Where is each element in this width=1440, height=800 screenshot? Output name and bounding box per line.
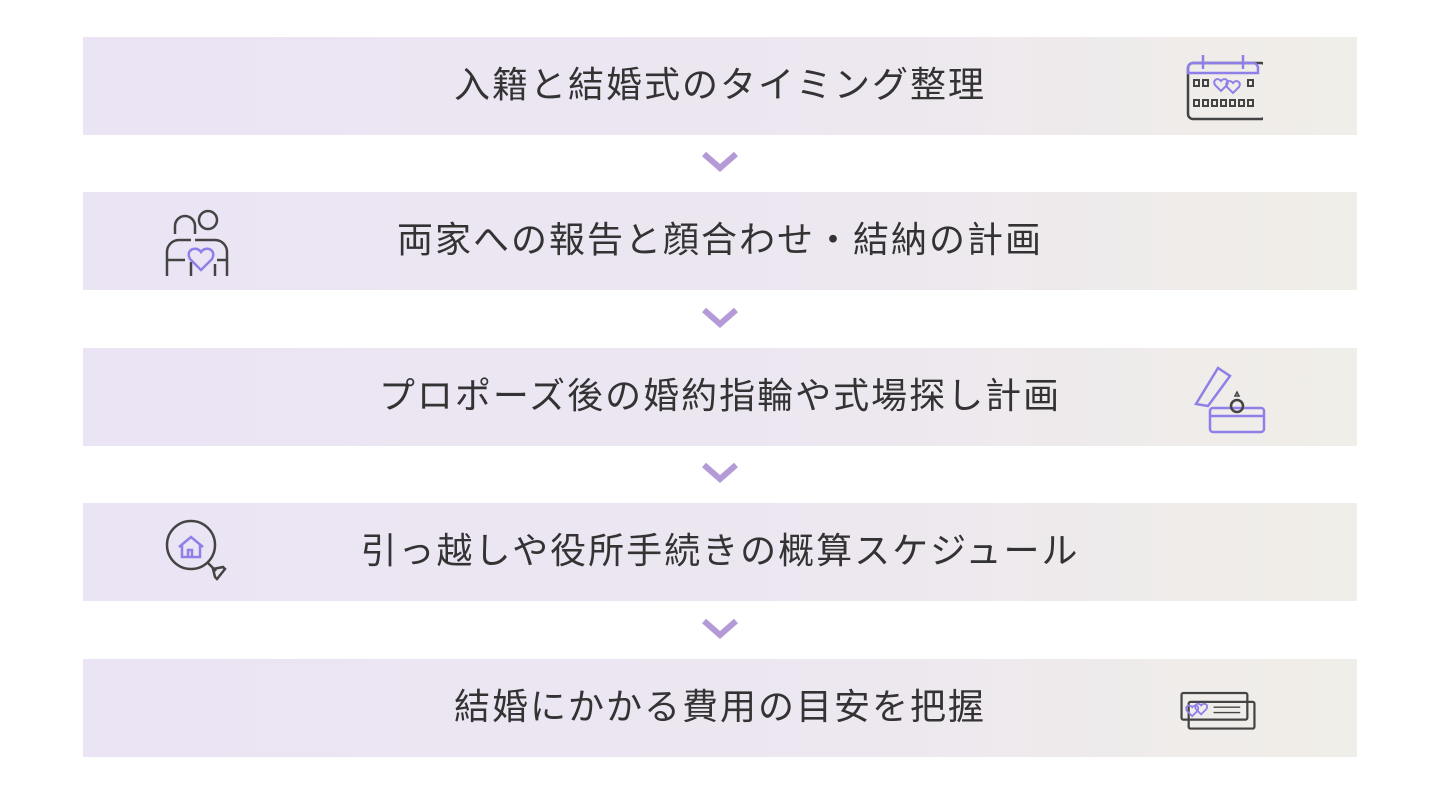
ring-box-icon xyxy=(1193,366,1266,434)
step-label: 入籍と結婚式のタイミング整理 xyxy=(453,65,987,106)
step-label: 両家への報告と顔合わせ・結納の計画 xyxy=(396,220,1044,261)
house-search-icon xyxy=(165,519,227,581)
calendar-hearts-icon xyxy=(1186,55,1263,121)
step-label: 結婚にかかる費用の目安を把握 xyxy=(453,687,987,728)
step-4: 引っ越しや役所手続きの概算スケジュール xyxy=(83,503,1357,601)
chevron-down-icon xyxy=(702,307,738,328)
chevron-down-icon xyxy=(702,462,738,483)
step-label: プロポーズ後の婚約指輪や式場探し計画 xyxy=(378,376,1062,417)
step-label: 引っ越しや役所手続きの概算スケジュール xyxy=(360,531,1080,572)
money-bills-icon xyxy=(1180,691,1256,730)
step-2: 両家への報告と顔合わせ・結納の計画 xyxy=(83,192,1357,290)
chevron-down-icon xyxy=(702,618,738,639)
step-1: 入籍と結婚式のタイミング整理 xyxy=(83,37,1357,135)
couple-heart-icon xyxy=(165,209,229,276)
chevron-down-icon xyxy=(702,151,738,172)
step-5: 結婚にかかる費用の目安を把握 xyxy=(83,659,1357,757)
step-3: プロポーズ後の婚約指輪や式場探し計画 xyxy=(83,348,1357,446)
